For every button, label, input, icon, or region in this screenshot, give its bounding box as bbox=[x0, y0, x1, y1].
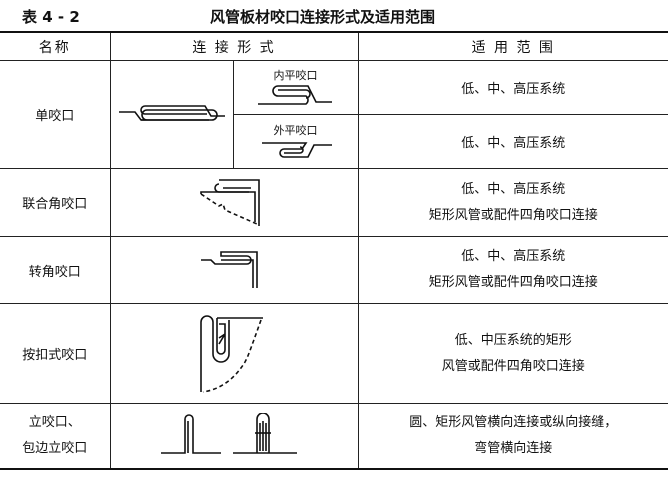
scope-line: 矩形风管或配件四角咬口连接 bbox=[428, 275, 598, 290]
header-name: 名称 bbox=[0, 31, 111, 61]
combined-corner-seam-icon bbox=[200, 178, 260, 226]
row-scope: 低、中压系统的矩形风管或配件四角咬口连接 bbox=[357, 303, 668, 404]
row-scope: 低、中、高压系统 bbox=[357, 60, 668, 115]
standing-seam-diagram bbox=[109, 403, 359, 469]
scope-line: 弯管横向连接 bbox=[474, 440, 553, 456]
snap-lock-seam-icon bbox=[200, 314, 263, 393]
name-line: 包边立咬口 bbox=[22, 440, 88, 456]
header-scope: 适 用 范 围 bbox=[357, 31, 668, 61]
row-scope: 低、中、高压系统 bbox=[357, 114, 668, 169]
standing-seam-icon bbox=[161, 413, 297, 455]
snap-lock-seam-diagram bbox=[109, 303, 359, 404]
single-seam-icon bbox=[118, 104, 225, 121]
outer-flat-seam: 外平咬口 bbox=[233, 114, 359, 169]
table-row: 按扣式咬口 低、中压系统的矩形风管或配件四角咬口连接 bbox=[0, 303, 668, 404]
name-line: 立咬口、 bbox=[28, 414, 81, 430]
outer-flat-seam-icon bbox=[261, 142, 332, 158]
sub-label: 内平咬口 bbox=[273, 69, 318, 82]
header-form: 连 接 形 式 bbox=[109, 31, 359, 61]
inner-flat-seam-icon bbox=[257, 85, 332, 105]
row-name: 按扣式咬口 bbox=[0, 303, 111, 404]
table-row: 联合角咬口 低、中、高压系统矩形风管或配件四角咬口连接 bbox=[0, 168, 668, 237]
table-number: 表 4 - 2 bbox=[22, 8, 80, 26]
scope-line: 圆、矩形风管横向连接或纵向接缝， bbox=[409, 414, 618, 430]
combined-corner-seam-diagram bbox=[109, 168, 359, 237]
scope-line: 低、中、高压系统 bbox=[461, 181, 566, 197]
table-row: 转角咬口 低、中、高压系统矩形风管或配件四角咬口连接 bbox=[0, 236, 668, 304]
inner-flat-seam: 内平咬口 bbox=[232, 60, 359, 115]
row-name: 立咬口、包边立咬口 bbox=[0, 403, 111, 469]
table-row: 单咬口 内平咬口 低、中、高压系统 bbox=[0, 60, 668, 169]
seam-joint-table: 名称 连 接 形 式 适 用 范 围 单咬口 内平咬口 低、中、高压系统 外平咬… bbox=[0, 31, 668, 470]
table-row: 外平咬口 低、中、高压系统 bbox=[0, 114, 668, 169]
scope-line: 风管或配件四角咬口连接 bbox=[441, 358, 585, 374]
table-row: 立咬口、包边立咬口 圆、矩形风管横向连接或纵向接缝， 弯管横向连接 bbox=[0, 403, 668, 469]
single-seam-diagram bbox=[109, 60, 234, 169]
row-name: 单咬口 bbox=[0, 60, 111, 169]
row-scope: 低、中、高压系统矩形风管或配件四角咬口连接 bbox=[357, 236, 668, 304]
row-name: 联合角咬口 bbox=[0, 168, 111, 237]
table-title: 风管板材咬口连接形式及适用范围 bbox=[210, 8, 436, 26]
scope-line: 矩形风管或配件四角咬口连接 bbox=[428, 207, 598, 223]
header-row: 名称 连 接 形 式 适 用 范 围 bbox=[0, 31, 668, 61]
row-name: 转角咬口 bbox=[0, 236, 111, 304]
corner-seam-diagram bbox=[109, 236, 359, 304]
corner-seam-icon bbox=[201, 251, 258, 288]
row-scope: 圆、矩形风管横向连接或纵向接缝， 弯管横向连接 bbox=[357, 403, 668, 469]
scope-line: 低、中压系统的矩形 bbox=[454, 332, 572, 348]
row-scope: 低、中、高压系统矩形风管或配件四角咬口连接 bbox=[357, 168, 668, 237]
scope-line: 低、中、高压系统 bbox=[461, 249, 566, 264]
sub-label: 外平咬口 bbox=[273, 124, 318, 137]
